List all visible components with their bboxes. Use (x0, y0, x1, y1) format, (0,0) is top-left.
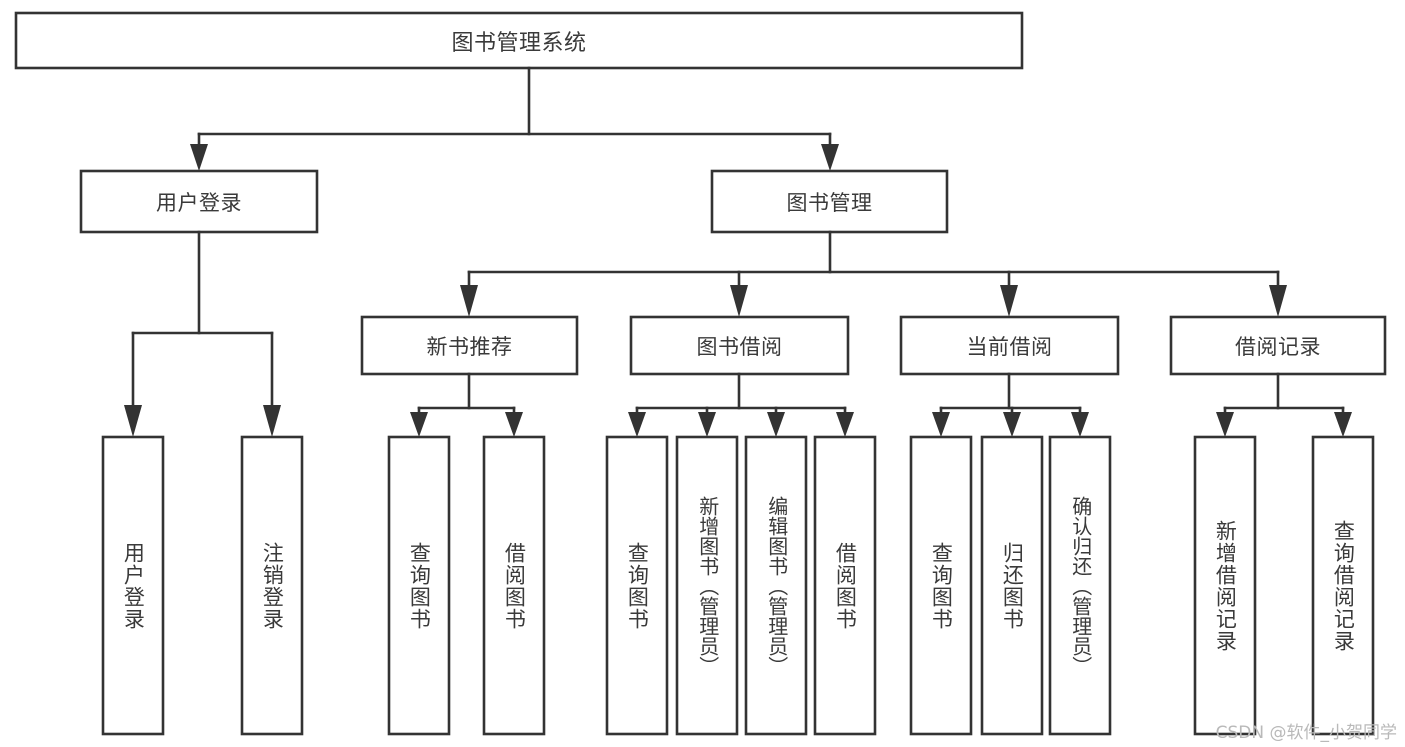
arrow-head-current-borrow (1000, 285, 1018, 317)
arrow-head-leaf-borrow-lend (836, 412, 854, 437)
connector-bookborrow-to-leaves (628, 372, 854, 437)
arrow-head-new-book-rec (460, 285, 478, 317)
node-box-book-manage[interactable] (710, 169, 949, 234)
connector-root-to-level2 (190, 66, 839, 171)
arrow-head-borrow-record (1269, 285, 1287, 317)
arrow-head-leaf-user-logout (263, 405, 281, 437)
node-box-book-borrow[interactable] (629, 315, 850, 376)
arrow-head-leaf-rec-search (1334, 412, 1352, 437)
node-box-leaf-user-login[interactable] (101, 435, 165, 736)
arrow-head-leaf-cur-query (932, 412, 950, 437)
node-box-leaf-rec-search[interactable] (1311, 435, 1375, 736)
node-box-current-borrow[interactable] (899, 315, 1120, 376)
node-box-borrow-record[interactable] (1169, 315, 1387, 376)
node-box-leaf-borrow-lend[interactable] (813, 435, 877, 736)
arrow-head-leaf-rec-borrow (505, 412, 523, 437)
arrow-head-book-borrow (730, 285, 748, 317)
node-box-user-login[interactable] (79, 169, 319, 234)
node-box-root[interactable] (14, 11, 1024, 70)
arrow-head-leaf-rec-add (1216, 412, 1234, 437)
arrow-head-leaf-borrow-add (698, 412, 716, 437)
node-box-leaf-borrow-add[interactable] (675, 435, 739, 736)
arrow-head-leaf-cur-confirm (1071, 412, 1089, 437)
connector-newbookrec-to-leaves (410, 372, 523, 437)
node-box-leaf-user-logout[interactable] (240, 435, 304, 736)
node-box-leaf-cur-return[interactable] (980, 435, 1044, 736)
connector-userlogin-to-leaves (124, 230, 281, 437)
node-box-leaf-rec-query[interactable] (387, 435, 451, 736)
connector-borrowrecord-to-leaves (1216, 372, 1352, 437)
node-box-leaf-rec-add[interactable] (1193, 435, 1257, 736)
arrow-head-leaf-cur-return (1003, 412, 1021, 437)
arrow-head-user-login (190, 144, 208, 171)
node-box-leaf-borrow-edit[interactable] (744, 435, 808, 736)
node-box-leaf-cur-confirm[interactable] (1048, 435, 1112, 736)
connector-currentborrow-to-leaves (932, 372, 1089, 437)
node-box-new-book-rec[interactable] (360, 315, 579, 376)
arrow-head-leaf-rec-query (410, 412, 428, 437)
node-box-leaf-rec-borrow[interactable] (482, 435, 546, 736)
arrow-head-leaf-borrow-query (628, 412, 646, 437)
connector-bookmanage-to-level3 (460, 230, 1287, 317)
arrow-head-leaf-borrow-edit (767, 412, 785, 437)
arrow-head-leaf-user-login (124, 405, 142, 437)
node-box-leaf-cur-query[interactable] (909, 435, 973, 736)
node-box-leaf-borrow-query[interactable] (605, 435, 669, 736)
arrow-head-book-manage (821, 144, 839, 171)
